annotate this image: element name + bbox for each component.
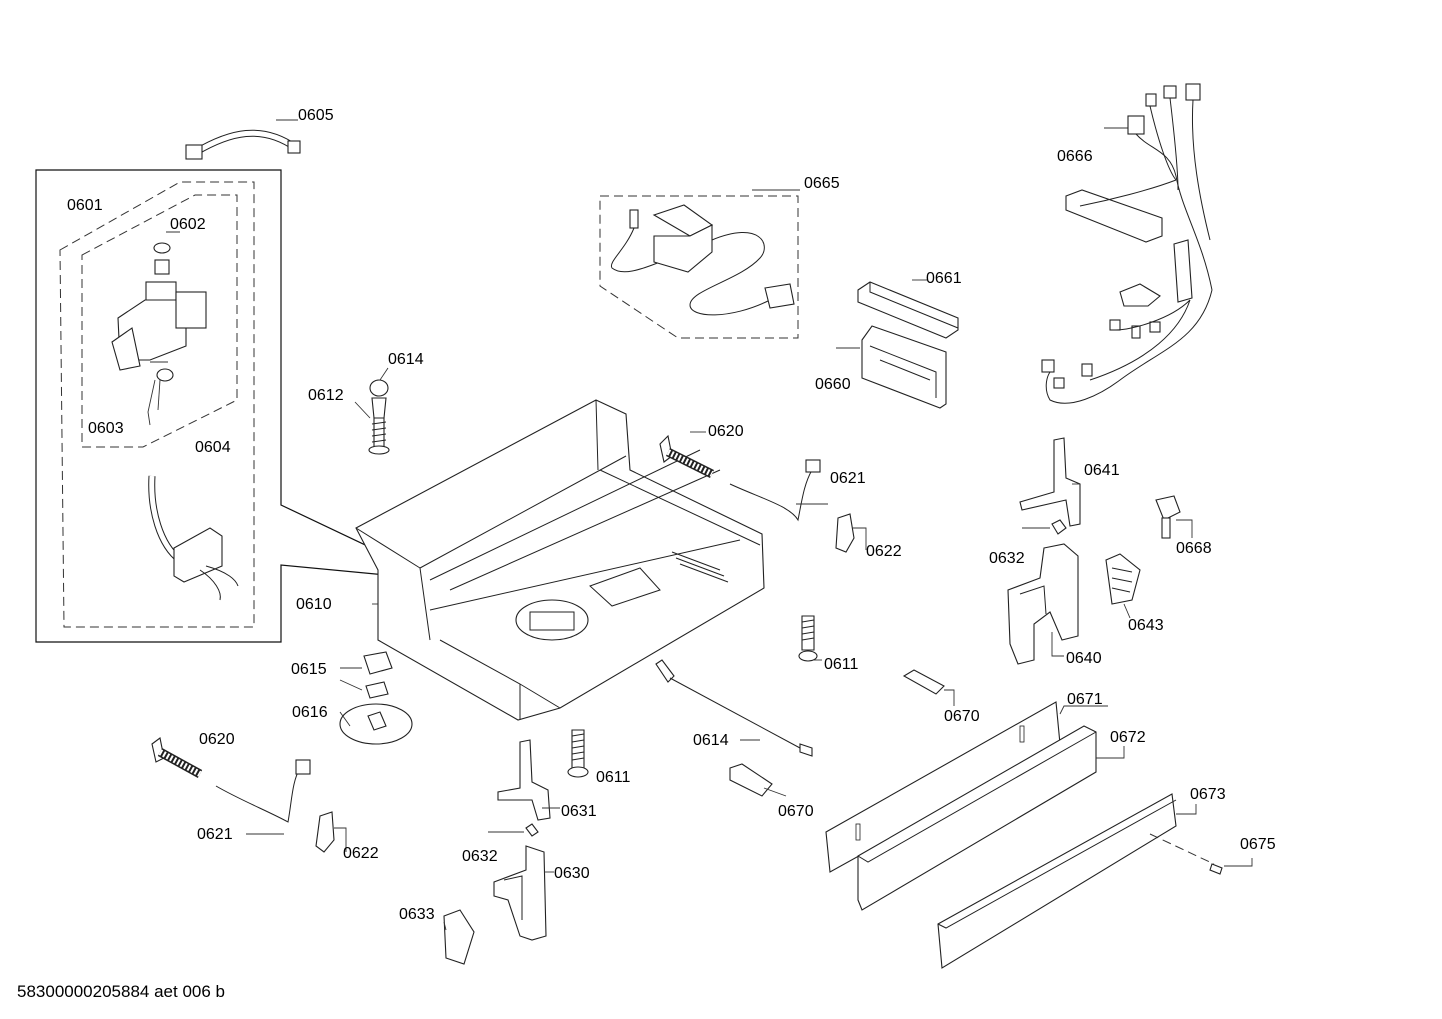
callout-0620-lower: 0620 — [199, 731, 235, 748]
part-0622-hinge-clip-upper — [835, 513, 867, 553]
part-0665-power-cord — [599, 189, 800, 339]
callout-0632-lower: 0632 — [462, 848, 498, 865]
part-0622-hinge-clip-lower — [315, 811, 347, 853]
callout-0611-lower: 0611 — [596, 769, 631, 786]
part-0602-inlet-valve — [111, 231, 207, 426]
part-0616-disc — [339, 703, 413, 745]
part-0670-clip-upper — [902, 669, 955, 706]
inlet-assembly-inset — [35, 169, 440, 643]
part-0611-foot-lower — [567, 729, 589, 778]
callout-0616: 0616 — [292, 704, 328, 721]
callout-0621-upper: 0621 — [830, 470, 866, 487]
callout-0633: 0633 — [399, 906, 435, 923]
part-0675-screw — [1149, 833, 1253, 875]
part-0601-hose — [148, 475, 239, 601]
callout-0670-upper: 0670 — [944, 708, 980, 725]
callout-0620-upper: 0620 — [708, 423, 744, 440]
callout-0671: 0671 — [1067, 691, 1103, 708]
part-0632-clip-lower — [488, 823, 539, 837]
part-0671-kickplate — [825, 701, 1108, 873]
callout-0614-upper: 0614 — [388, 351, 424, 368]
part-0660-panel — [836, 325, 947, 409]
part-0673-kickplate — [937, 793, 1197, 969]
callout-0640: 0640 — [1066, 650, 1102, 667]
callout-0601: 0601 — [67, 197, 103, 214]
callout-0673: 0673 — [1190, 786, 1226, 803]
part-0641-hinge — [1019, 437, 1081, 527]
callout-0602: 0602 — [170, 216, 206, 233]
callout-0660: 0660 — [815, 376, 851, 393]
callout-0675: 0675 — [1240, 836, 1276, 853]
callout-0622-lower: 0622 — [343, 845, 379, 862]
callout-0643: 0643 — [1128, 617, 1164, 634]
part-0670-clip-lower — [729, 763, 787, 797]
callout-0621-lower: 0621 — [197, 826, 233, 843]
part-0633-bracket — [443, 909, 475, 965]
part-0610-base-frame — [355, 399, 765, 721]
part-0612-adjustable-foot — [354, 367, 390, 455]
callout-0612: 0612 — [308, 387, 344, 404]
part-0611-foot-upper — [798, 615, 822, 662]
callout-0603: 0603 — [88, 420, 124, 437]
drawing-id: 58300000205884 aet 006 b — [17, 982, 225, 1001]
part-0621-cable-upper — [729, 459, 828, 522]
callout-0661: 0661 — [926, 270, 962, 287]
part-0621-cable-lower — [215, 759, 311, 835]
part-0672-kickplate — [857, 725, 1125, 911]
callout-0666: 0666 — [1057, 148, 1093, 165]
callout-0610: 0610 — [296, 596, 332, 613]
callout-0622-upper: 0622 — [866, 543, 902, 560]
part-0666-wiring-harness — [1041, 83, 1213, 404]
callout-0670-lower: 0670 — [778, 803, 814, 820]
callout-0604: 0604 — [195, 439, 231, 456]
part-0615-clip — [339, 651, 393, 699]
part-0643-connector — [1105, 553, 1141, 619]
part-0661-cover-strip — [857, 279, 959, 339]
part-0614-rod — [655, 659, 813, 757]
callout-0668: 0668 — [1176, 540, 1212, 557]
callout-0614-lower: 0614 — [693, 732, 729, 749]
part-0640-bracket — [1007, 543, 1079, 665]
part-0668-sensor — [1155, 495, 1193, 539]
callout-0615: 0615 — [291, 661, 327, 678]
callout-0641: 0641 — [1084, 462, 1120, 479]
part-0620-spring-upper — [659, 431, 715, 479]
callout-0672: 0672 — [1110, 729, 1146, 746]
part-0632-clip-upper — [1022, 519, 1067, 535]
callout-0605: 0605 — [298, 107, 334, 124]
callout-0630: 0630 — [554, 865, 590, 882]
callout-0611-upper: 0611 — [824, 656, 859, 673]
part-0630-bracket — [493, 845, 554, 941]
callout-0631: 0631 — [561, 803, 597, 820]
callout-0632-upper: 0632 — [989, 550, 1025, 567]
part-0605-hose — [185, 119, 301, 160]
callout-0665: 0665 — [804, 175, 840, 192]
part-0631-hinge — [497, 739, 560, 821]
part-0620-spring-lower — [151, 737, 203, 778]
